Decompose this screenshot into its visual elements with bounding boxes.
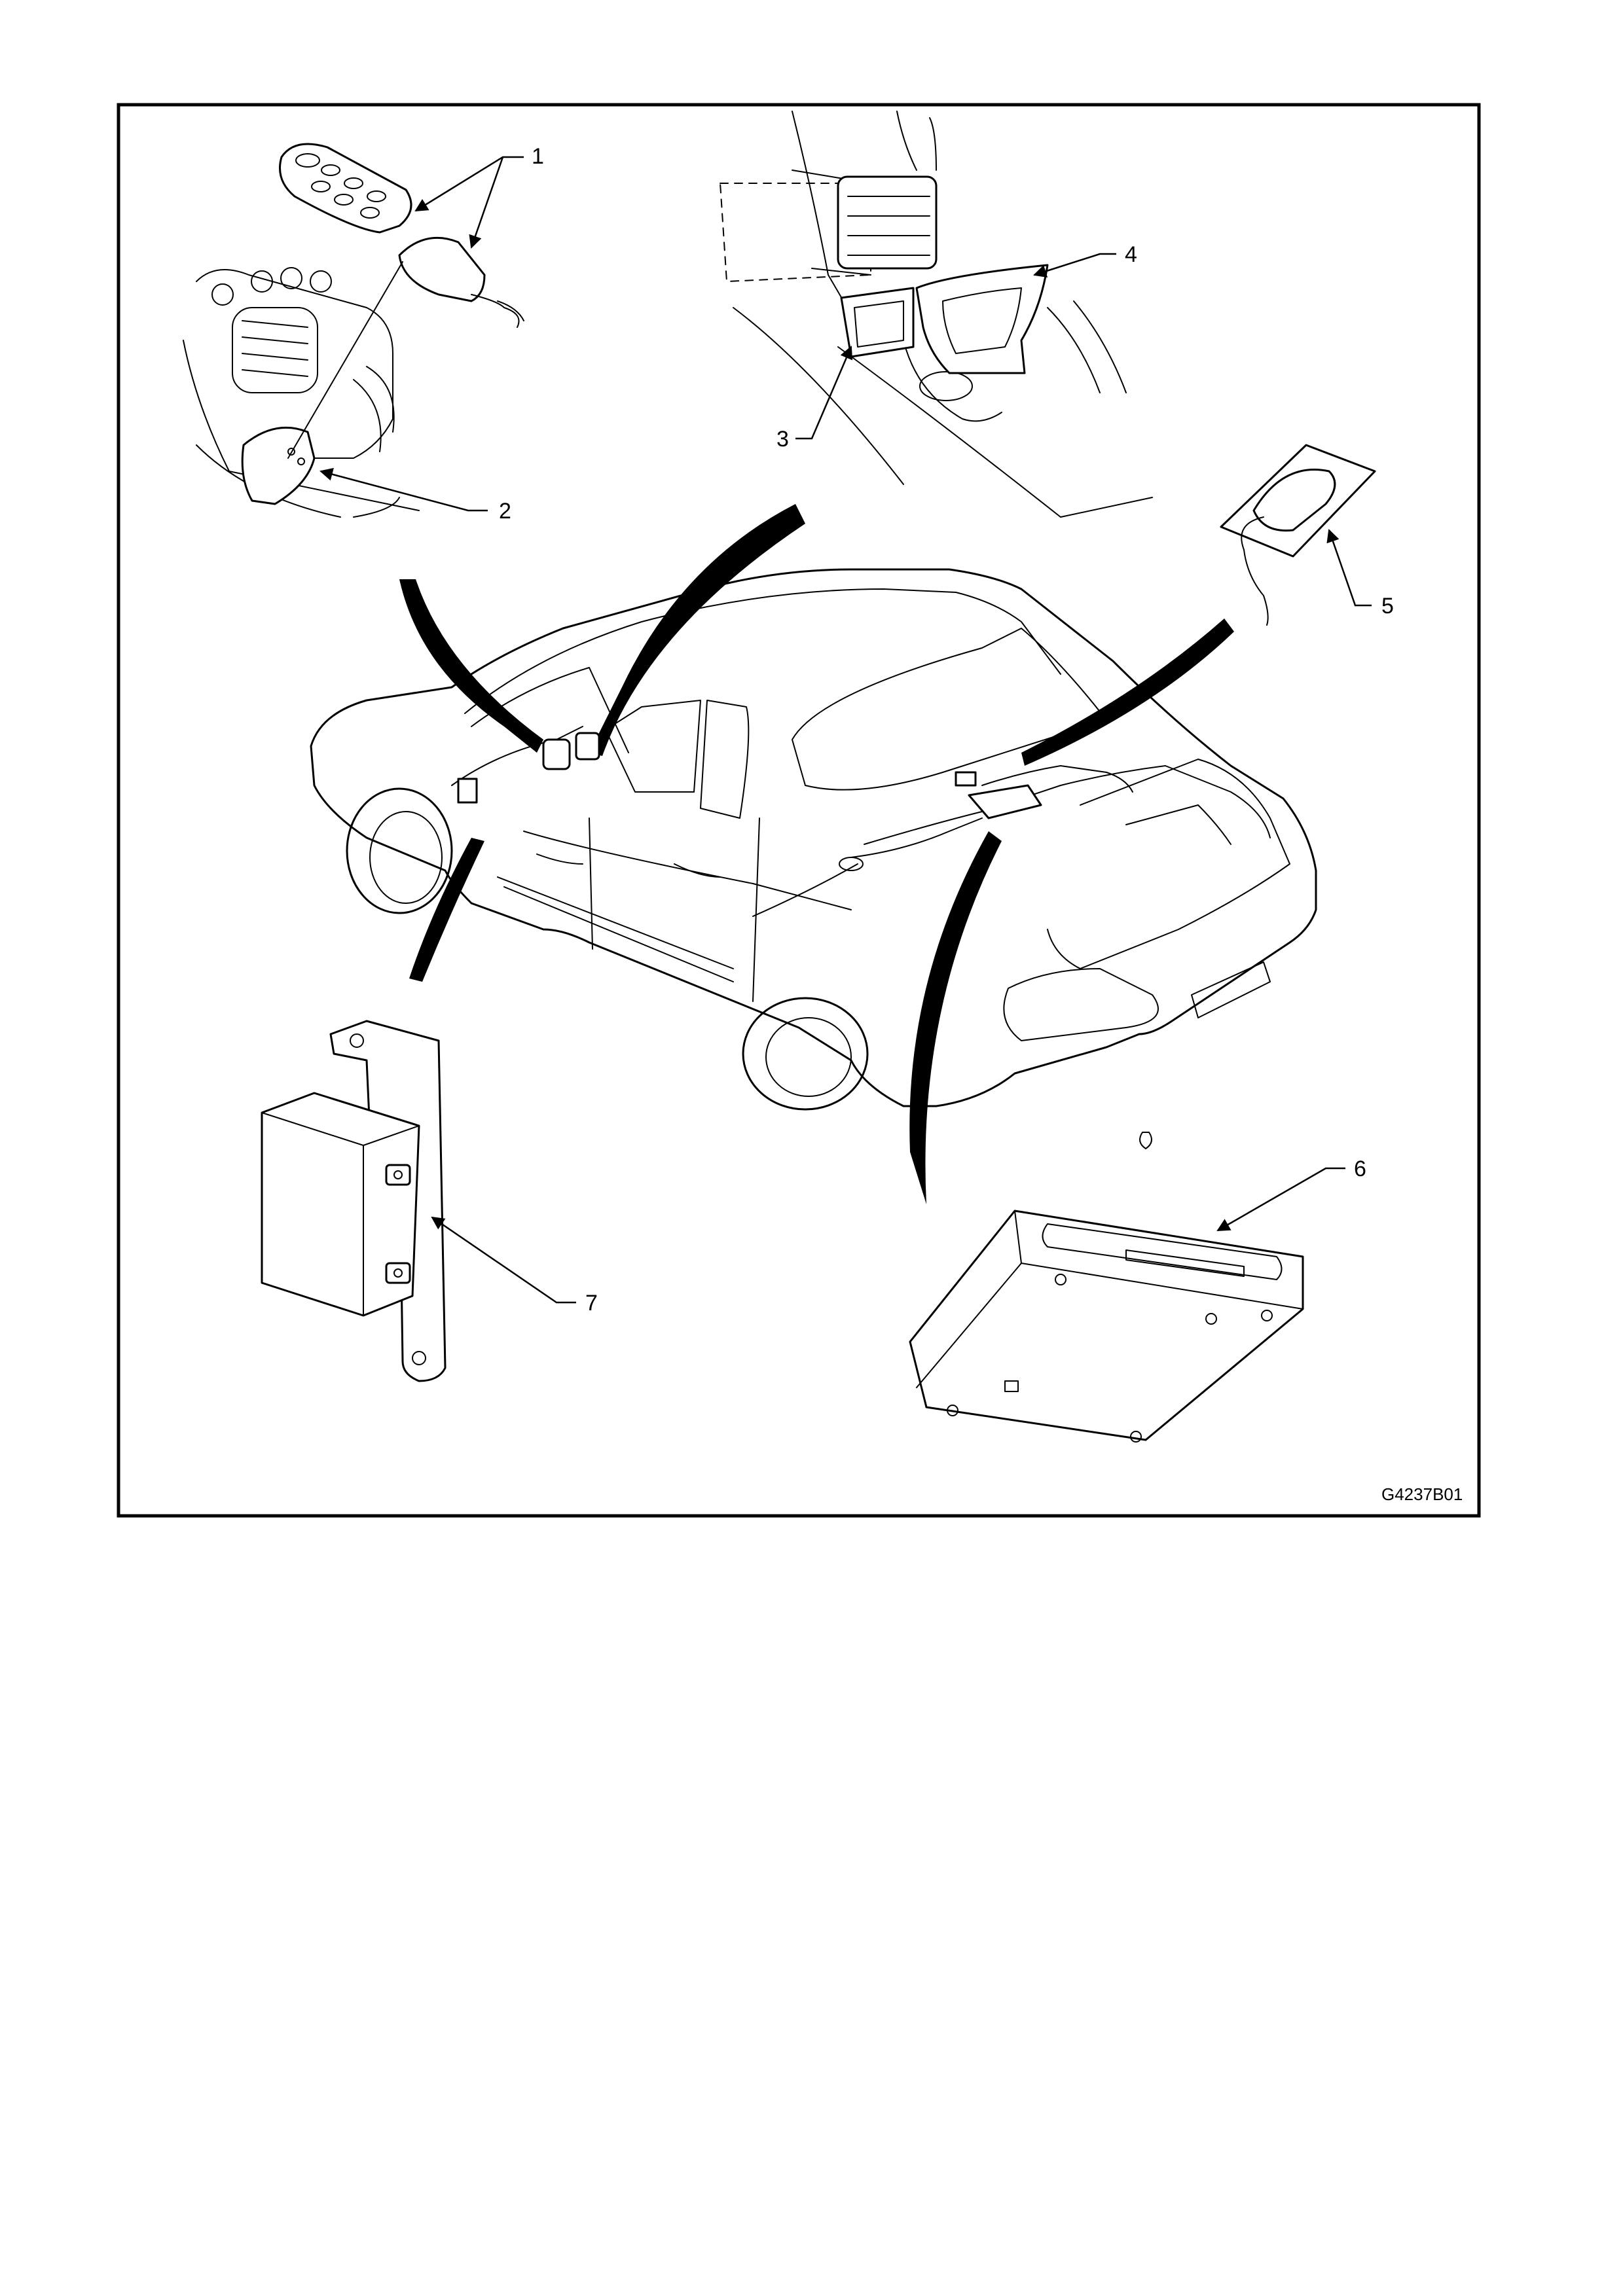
callout-6-leader [1218, 1168, 1345, 1230]
callout-3-label: 3 [776, 427, 789, 452]
remote-control-icon [280, 144, 412, 232]
dvd-player-icon [910, 1211, 1303, 1442]
monitor-display-icon [917, 265, 1048, 373]
pointer-swoosh-5 [909, 831, 1002, 1204]
callout-1-leader [416, 157, 524, 211]
callout-4-label: 4 [1125, 242, 1137, 267]
figure-id-label: G4237B01 [1381, 1484, 1463, 1504]
console-inset-left [183, 268, 419, 517]
callout-7-label: 7 [585, 1291, 598, 1316]
callout-7-leader [432, 1217, 576, 1302]
callout-5-label: 5 [1381, 594, 1394, 619]
console-pocket-icon [841, 288, 913, 357]
callout-1-label: 1 [532, 144, 544, 169]
callout-2-leader [321, 471, 488, 511]
antenna-icon [1221, 445, 1375, 625]
callout-3-leader [795, 347, 851, 439]
callout-6-label: 6 [1354, 1157, 1366, 1181]
console-inset-center [720, 111, 1152, 517]
control-module-bracket-icon [262, 1021, 445, 1381]
callout-2-label: 2 [499, 499, 511, 524]
callout-5-leader [1329, 530, 1372, 605]
remote-cradle-lower-icon [242, 427, 314, 504]
pointer-swoosh-2 [589, 504, 805, 756]
